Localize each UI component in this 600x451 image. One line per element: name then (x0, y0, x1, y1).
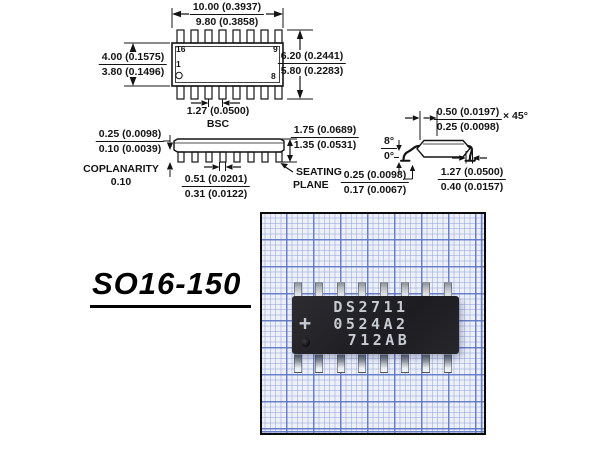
dim-overall-height-max: 6.20 (0.2441) (277, 50, 347, 64)
dim-lead-thickness-max: 0.25 (0.0098) (340, 169, 410, 183)
chip-pin (401, 354, 409, 373)
dim-lead-width: 0.51 (0.0201) 0.31 (0.0122) (181, 173, 251, 200)
coplanarity-value: 0.10 (110, 176, 132, 188)
dim-foot-length-max: 1.27 (0.0500) (437, 166, 507, 180)
dim-standoff-min: 0.10 (0.0039) (98, 143, 162, 155)
dim-lead-pitch: 1.27 (0.0500) BSC (184, 105, 252, 130)
dim-foot-length-min: 0.40 (0.0157) (440, 181, 504, 193)
dim-body-height-max: 4.00 (0.1575) (98, 51, 168, 65)
dim-chamfer-min: 0.25 (0.0098) (436, 121, 500, 133)
dim-overall-height: 6.20 (0.2441) 5.80 (0.2283) (277, 50, 347, 77)
chip-pin (337, 282, 345, 297)
dim-lead-thickness-min: 0.17 (0.0067) (343, 184, 407, 196)
arrowheads (129, 10, 480, 171)
side-view-dimension-lines (163, 135, 297, 177)
dim-lead-width-max: 0.51 (0.0201) (181, 173, 251, 187)
dim-standoff: 0.25 (0.0098) 0.10 (0.0039) (95, 128, 165, 155)
pin-number-1: 1 (176, 59, 181, 69)
dim-chamfer-max: 0.50 (0.0197) (433, 106, 503, 120)
chip-pin (422, 282, 430, 297)
end-view-outline (400, 139, 478, 162)
chip-pin (444, 282, 452, 297)
side-view-outline (173, 138, 285, 163)
dim-package-height-max: 1.75 (0.0689) (290, 124, 360, 138)
dim-overall-width: 10.00 (0.3937) 9.80 (0.3858) (189, 1, 265, 28)
dim-lead-angle-max: 8° (380, 135, 398, 149)
chip-pin (337, 354, 345, 373)
maxim-plus-logo: + (299, 311, 312, 335)
dim-standoff-max: 0.25 (0.0098) (95, 128, 165, 142)
dim-overall-height-min: 5.80 (0.2283) (280, 65, 344, 77)
chip-pin (380, 282, 388, 297)
package-drawing-linework (124, 8, 487, 180)
pin1-dot (301, 338, 310, 347)
chip-photo: + DS2711 0524A2 712AB (260, 212, 486, 435)
dim-lead-angle: 8° 0° (380, 135, 398, 162)
chamfer-angle-value: × 45° (503, 110, 528, 122)
dim-foot-length: 1.27 (0.0500) 0.40 (0.0157) (437, 166, 507, 193)
dim-lead-width-min: 0.31 (0.0122) (184, 188, 248, 200)
chip-pin (294, 282, 302, 297)
chip-body: + DS2711 0524A2 712AB (292, 296, 459, 354)
top-view-outline (171, 29, 284, 100)
dim-package-height: 1.75 (0.0689) 1.35 (0.0531) (290, 124, 360, 151)
package-title: SO16-150 (90, 266, 252, 308)
end-view-dimension-lines (394, 111, 487, 180)
coplanarity-label: COPLANARITY (83, 163, 159, 175)
chip-pin (315, 282, 323, 297)
seating-plane-label: SEATING PLANE (293, 166, 345, 191)
chip-pin (422, 354, 430, 373)
dim-body-height-min: 3.80 (0.1496) (101, 66, 165, 78)
chip-pin (315, 354, 323, 373)
dim-lead-pitch-value: 1.27 (0.0500) (186, 105, 250, 117)
chip-markings: DS2711 0524A2 712AB (316, 299, 426, 349)
dim-chamfer: 0.50 (0.0197) 0.25 (0.0098) (433, 106, 503, 133)
chip-marking-line3: 712AB (347, 331, 411, 349)
dim-overall-width-min: 9.80 (0.3858) (195, 16, 259, 28)
pin-number-16: 16 (176, 44, 186, 54)
pin-number-8: 8 (271, 71, 276, 81)
chip-pin (401, 282, 409, 297)
dim-lead-angle-min: 0° (383, 150, 395, 162)
coplanarity-note: COPLANARITY 0.10 (80, 163, 162, 188)
chip-pin (294, 354, 302, 373)
dim-lead-pitch-note: BSC (206, 118, 230, 130)
seating-plane-line2: PLANE (293, 179, 329, 191)
chip-pin (358, 354, 366, 373)
chip-marking-line1: DS2711 (333, 298, 409, 316)
pin-number-9: 9 (273, 44, 278, 54)
dim-lead-thickness: 0.25 (0.0098) 0.17 (0.0067) (340, 169, 410, 196)
chip-pin (380, 354, 388, 373)
chip-pin (358, 282, 366, 297)
dim-package-height-min: 1.35 (0.0531) (293, 139, 357, 151)
dim-body-height: 4.00 (0.1575) 3.80 (0.1496) (98, 51, 168, 78)
chamfer-angle-label: × 45° (500, 110, 531, 122)
chip-pin (444, 354, 452, 373)
dim-overall-width-max: 10.00 (0.3937) (189, 1, 265, 15)
seating-plane-line1: SEATING (296, 166, 342, 178)
chip-marking-line2: 0524A2 (333, 314, 409, 333)
